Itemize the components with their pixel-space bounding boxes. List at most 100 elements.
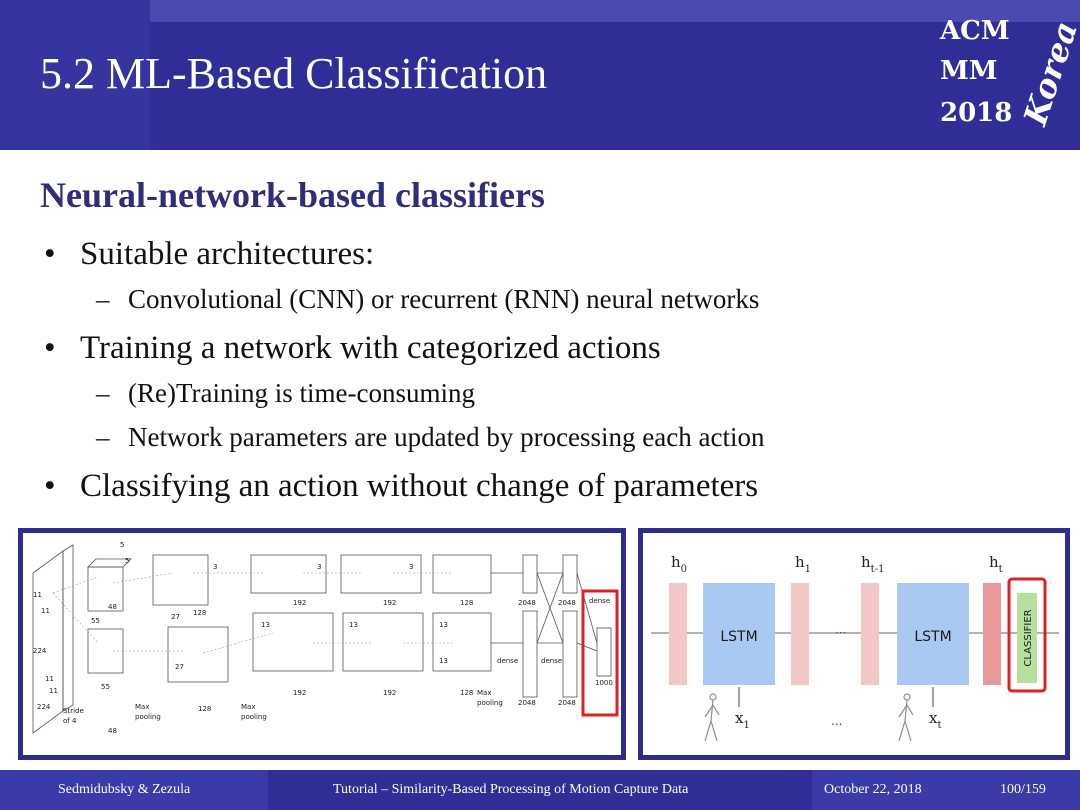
ellipsis: ... <box>831 714 842 728</box>
cnn-label: 13 <box>439 621 448 629</box>
motion-figure-icon <box>898 693 914 742</box>
cnn-label: 13 <box>439 657 448 665</box>
xt-label: xt <box>929 709 942 731</box>
cnn-label: 128 <box>460 689 473 697</box>
x1-label: x1 <box>735 709 750 731</box>
cnn-figure: 5 5 11 11 11 11 224 224 48 48 55 55 27 2… <box>18 528 626 760</box>
cnn-label: Stride <box>63 707 84 715</box>
cnn-label: 3 <box>317 563 321 571</box>
lstm-cell <box>897 583 969 685</box>
bullet-text: Classifying an action without change of … <box>80 468 759 504</box>
slide-header: 5.2 ML-Based Classification ACM MM 2018 … <box>0 0 1080 150</box>
footer-page-number: 100/159 <box>1000 782 1046 797</box>
cnn-label: 224 <box>33 647 47 655</box>
cnn-label: 48 <box>108 727 117 735</box>
dense-column <box>562 554 578 594</box>
cnn-label: dense <box>589 597 610 605</box>
bullet-text: Training a network with categorized acti… <box>80 330 661 366</box>
rnn-diagram: LSTM LSTM CLASSIFIER ··· ... h0 h1 ht-1 … <box>651 553 1059 742</box>
footer-authors: Sedmidubsky & Zezula <box>58 782 191 797</box>
cnn-label: 128 <box>193 609 206 617</box>
cnn-label: 128 <box>198 705 211 713</box>
input-layer-side <box>62 544 74 712</box>
classifier-highlight-box <box>1007 577 1047 693</box>
footer-tutorial-title: Tutorial – Similarity-Based Processing o… <box>333 782 689 797</box>
cnn-label: 2048 <box>518 599 536 607</box>
bullet-symbol: • <box>44 330 56 366</box>
dense-column <box>522 554 538 594</box>
ellipsis: ··· <box>835 626 846 640</box>
cnn-label: 192 <box>383 689 396 697</box>
sub-text: Network parameters are updated by proces… <box>128 422 765 452</box>
conv1-block <box>87 566 124 612</box>
dense-column <box>596 627 612 677</box>
sub-text: (Re)Training is time-consuming <box>128 378 475 408</box>
footer-segment-left <box>0 770 268 810</box>
cnn-label: pooling <box>135 713 161 721</box>
hidden-state-h1 <box>791 583 809 685</box>
hidden-state-ht <box>983 583 1001 685</box>
sub-symbol: – <box>96 378 110 408</box>
cnn-label: dense <box>541 657 562 665</box>
cnn-label: 192 <box>293 599 306 607</box>
lstm-label: LSTM <box>720 629 757 645</box>
sub-symbol: – <box>96 284 110 314</box>
bullet-symbol: • <box>44 236 56 272</box>
cnn-label: 55 <box>91 617 100 625</box>
cnn-label: 3 <box>213 563 217 571</box>
slide-title: 5.2 ML-Based Classification <box>40 49 548 98</box>
conv2-block <box>152 554 209 606</box>
slide-footer: Sedmidubsky & Zezula Tutorial – Similari… <box>0 770 1080 810</box>
cnn-label: 192 <box>383 599 396 607</box>
cnn-label: Max <box>135 703 149 711</box>
cnn-label: 224 <box>37 703 51 711</box>
footer-date: October 22, 2018 <box>824 782 922 797</box>
cnn-label: 5 <box>125 557 129 565</box>
cnn-label: pooling <box>477 699 503 707</box>
cnn-label: Max <box>477 689 491 697</box>
cnn-label: 3 <box>409 563 413 571</box>
cnn-label: 11 <box>33 591 42 599</box>
header-band-main <box>150 22 1080 150</box>
classifier-block <box>1017 593 1037 683</box>
cnn-label: 13 <box>261 621 270 629</box>
cnn-label: 2048 <box>558 699 576 707</box>
cnn-label: 11 <box>45 675 54 683</box>
cnn-label: of 4 <box>63 717 77 725</box>
conference-logo: ACM MM 2018 Korea <box>938 14 1080 134</box>
cnn-label: 11 <box>41 607 50 615</box>
ht-1-label: ht-1 <box>861 553 884 575</box>
sub-text: Convolutional (CNN) or recurrent (RNN) n… <box>128 284 760 314</box>
cnn-label: 5 <box>120 541 124 549</box>
cnn-label: dense <box>497 657 518 665</box>
ht-label: ht <box>989 553 1003 575</box>
bullet-symbol: • <box>44 468 56 504</box>
conv3-block <box>250 554 327 594</box>
logo-line-3: 2018 <box>940 98 1013 128</box>
conv4-block <box>340 554 422 594</box>
cnn-label: 48 <box>108 603 117 611</box>
footer-segment-right <box>812 770 1080 810</box>
dense-column <box>522 610 538 698</box>
h0-label: h0 <box>671 553 687 575</box>
hidden-state-h0 <box>669 583 687 685</box>
cnn-label: 11 <box>49 687 58 695</box>
conv5-block <box>432 554 492 594</box>
cnn-label: 27 <box>175 663 184 671</box>
hidden-state-ht-1 <box>861 583 879 685</box>
conv4-block <box>342 612 424 672</box>
cnn-label: 27 <box>171 613 180 621</box>
bullet-text: Suitable architectures: <box>80 236 375 272</box>
cnn-label: 2048 <box>558 599 576 607</box>
conv3-block <box>252 612 334 672</box>
header-band-left <box>0 0 150 150</box>
h1-label: h1 <box>795 553 811 575</box>
conv2-block <box>167 626 229 683</box>
sub-symbol: – <box>96 422 110 452</box>
cnn-label: 1000 <box>595 679 613 687</box>
cnn-label: Max <box>241 703 255 711</box>
cnn-label: 55 <box>101 683 110 691</box>
logo-line-1: ACM <box>940 16 1010 46</box>
rnn-figure: LSTM LSTM CLASSIFIER ··· ... h0 h1 ht-1 … <box>638 528 1070 760</box>
cnn-label: 192 <box>293 689 306 697</box>
